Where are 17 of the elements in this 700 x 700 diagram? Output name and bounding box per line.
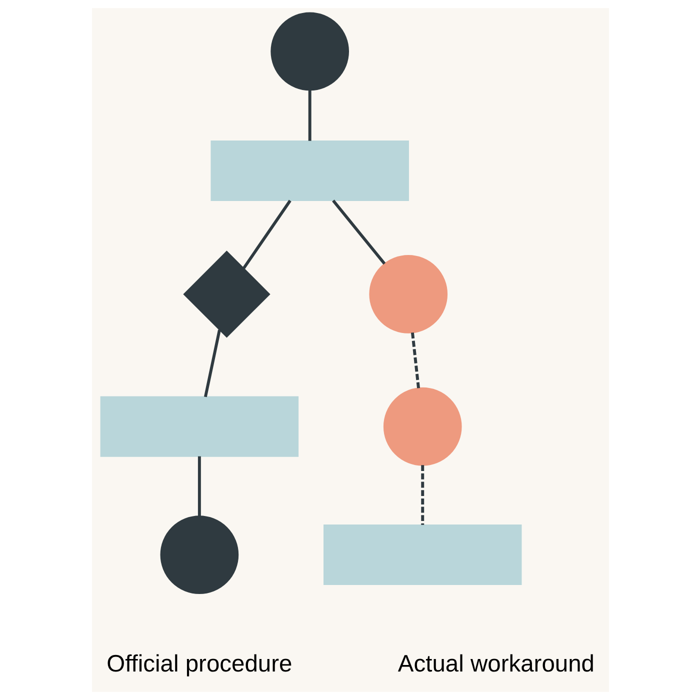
connector <box>308 90 311 141</box>
connector <box>332 200 386 265</box>
node-circle <box>382 387 462 466</box>
node-circle <box>270 12 349 91</box>
node-box <box>210 140 408 202</box>
connector <box>420 465 424 525</box>
connector <box>242 200 291 270</box>
connector <box>410 332 420 388</box>
node-box <box>100 396 298 457</box>
node-diamond <box>182 250 270 338</box>
label: Actual workaround <box>397 652 594 678</box>
node-circle <box>368 255 448 334</box>
node-box <box>323 524 522 586</box>
connector <box>203 330 220 398</box>
connector <box>197 456 200 516</box>
node-circle <box>160 516 238 594</box>
label: Official procedure <box>106 652 292 678</box>
